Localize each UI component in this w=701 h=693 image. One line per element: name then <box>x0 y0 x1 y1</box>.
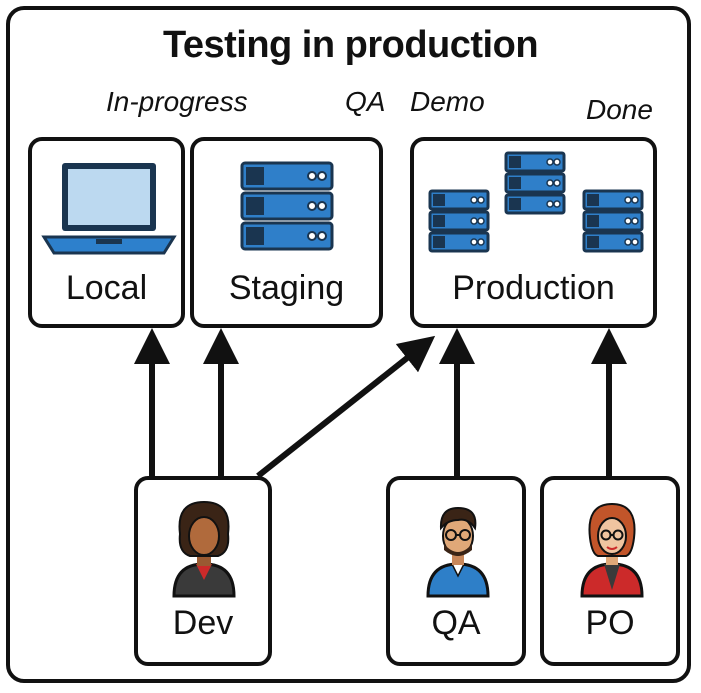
stage-label-qa: QA <box>345 86 386 117</box>
diagram-frame <box>6 6 691 683</box>
stage-label-in-progress: In-progress <box>106 86 248 117</box>
server-rack-icon-middle <box>504 151 566 215</box>
role-po: PO <box>540 476 680 666</box>
server-rack-icon-left <box>428 189 490 253</box>
qa-avatar-icon <box>426 506 490 598</box>
role-label-qa: QA <box>431 604 481 642</box>
diagram-title: Testing in production <box>162 24 539 66</box>
server-rack-icon <box>240 161 334 251</box>
role-label-po: PO <box>585 604 635 642</box>
environment-label-staging: Staging <box>228 269 345 307</box>
product-owner-avatar-icon <box>580 502 644 598</box>
environment-label-production: Production <box>452 269 615 307</box>
server-cluster-icon <box>428 151 644 253</box>
role-qa: QA <box>386 476 526 666</box>
environment-staging: Staging <box>190 137 383 328</box>
environment-local: Local <box>28 137 185 328</box>
role-dev: Dev <box>134 476 272 666</box>
stage-label-demo: Demo <box>410 86 485 117</box>
stage-label-done: Done <box>586 94 653 125</box>
environment-label-local: Local <box>65 269 148 307</box>
environment-production: Production <box>410 137 657 328</box>
arrow-dev-to-production <box>256 335 436 479</box>
developer-avatar-icon <box>172 500 236 598</box>
server-rack-icon-right <box>582 189 644 253</box>
role-label-dev: Dev <box>172 604 234 642</box>
laptop-icon <box>41 163 177 255</box>
